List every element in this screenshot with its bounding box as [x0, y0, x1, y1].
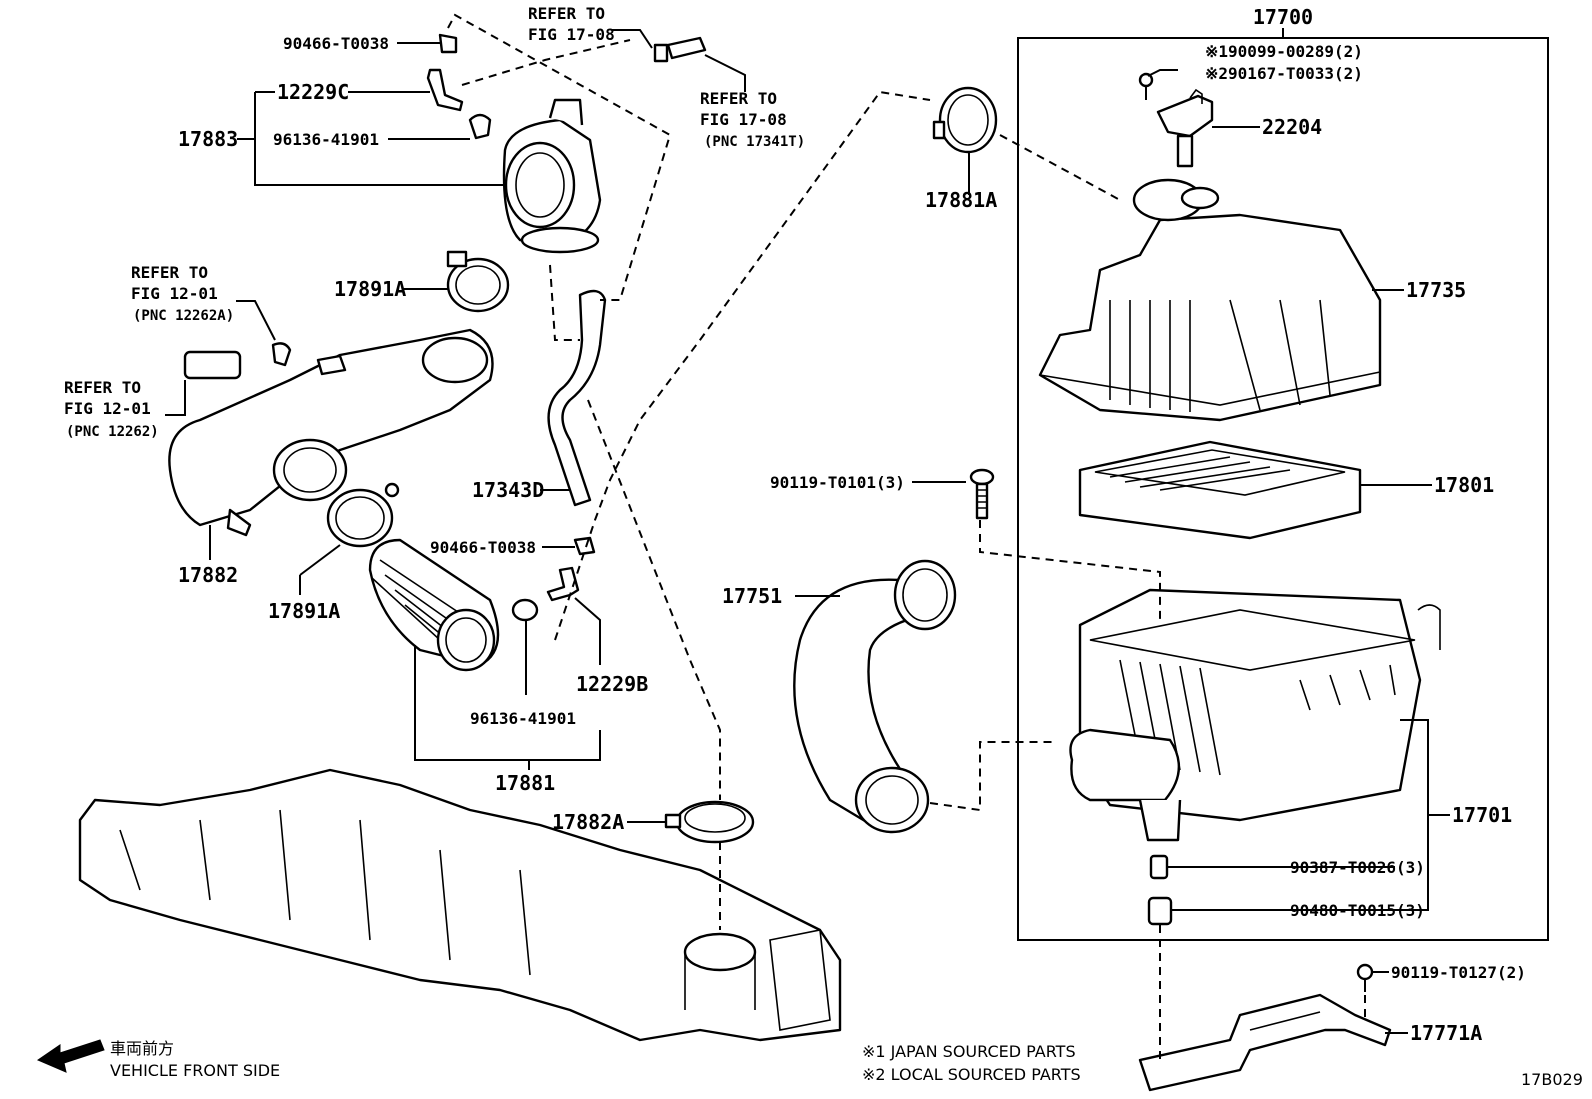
label-90480-T0015: 90480-T0015(3)	[1290, 901, 1425, 920]
label-17801: 17801	[1434, 473, 1494, 497]
label-17343D: 17343D	[472, 478, 544, 502]
grommet-90387[interactable]	[1149, 854, 1169, 880]
bolt-90119-T0101[interactable]	[969, 468, 995, 520]
label-96136-41901-lower: 96136-41901	[470, 709, 576, 728]
hose-clamp-17881A[interactable]	[932, 86, 998, 154]
clip-96136-upper[interactable]	[468, 113, 492, 140]
legend-note-local: ※2 LOCAL SOURCED PARTS	[862, 1065, 1081, 1084]
diagram-id: 17B029	[1521, 1070, 1583, 1089]
hose-clamp-17891A-lower[interactable]	[326, 482, 400, 548]
label-90119-T0101: 90119-T0101(3)	[770, 473, 905, 492]
front-side-label-jp: 車両前方	[110, 1039, 174, 1058]
air-flow-meter-22204[interactable]	[1138, 72, 1214, 168]
label-17700: 17700	[1253, 5, 1313, 29]
label-96136-41901-upper: 96136-41901	[273, 130, 379, 149]
label-17882A: 17882A	[552, 810, 624, 834]
clip-90466-top[interactable]	[438, 33, 458, 54]
label-17882: 17882	[178, 563, 238, 587]
label-12229C: 12229C	[277, 80, 349, 104]
ref-fig-17-08-a-line1: REFER TO	[528, 4, 605, 23]
hose-clamp-17891A-upper[interactable]	[446, 250, 510, 313]
air-cleaner-cap-17735[interactable]	[1038, 178, 1382, 422]
label-190099-00289: ※190099-00289(2)	[1205, 42, 1363, 61]
label-17771A: 17771A	[1410, 1021, 1482, 1045]
ref-fig-12-01-a-line2: FIG 12-01	[131, 284, 218, 303]
throttle-body-17883[interactable]	[502, 98, 602, 254]
air-hose-17881[interactable]	[368, 538, 500, 672]
label-90466-T0038-mid: 90466-T0038	[430, 538, 536, 557]
label-22204: 22204	[1262, 115, 1322, 139]
union-12229B[interactable]	[546, 566, 580, 602]
label-17701: 17701	[1452, 803, 1512, 827]
label-17891A-upper: 17891A	[334, 277, 406, 301]
label-90466-T0038-top: 90466-T0038	[283, 34, 389, 53]
bolt-90119-T0127[interactable]	[1356, 963, 1374, 992]
intake-manifold	[78, 768, 842, 1042]
hose-17343D[interactable]	[547, 289, 607, 507]
ref-fig-17-08-b-line3: (PNC 17341T)	[704, 134, 805, 150]
ref-fig-12-01-a-line3: (PNC 12262A)	[133, 308, 234, 324]
arrow-left-icon	[36, 1039, 105, 1073]
label-90119-T0127: 90119-T0127(2)	[1391, 963, 1526, 982]
clip-90466-mid[interactable]	[573, 536, 596, 556]
front-side-label-en: VEHICLE FRONT SIDE	[110, 1061, 280, 1080]
ref-fig-12-01-a-line1: REFER TO	[131, 263, 208, 282]
ref-hose-12262	[183, 350, 242, 380]
bracket-17771A[interactable]	[1138, 993, 1392, 1092]
ref-fig-17-08-b-line2: FIG 17-08	[700, 110, 787, 129]
union-12229C[interactable]	[426, 68, 464, 112]
label-12229B: 12229B	[576, 672, 648, 696]
clip-96136-lower[interactable]	[511, 598, 539, 622]
connection-lines	[447, 13, 1366, 1062]
ref-fig-12-01-b-line2: FIG 12-01	[64, 399, 151, 418]
label-17891A-lower: 17891A	[268, 599, 340, 623]
label-17881A: 17881A	[925, 188, 997, 212]
ref-fig-17-08-a-line2: FIG 17-08	[528, 25, 615, 44]
legend-note-japan: ※1 JAPAN SOURCED PARTS	[862, 1042, 1076, 1061]
hose-clamp-17882A[interactable]	[664, 800, 755, 844]
label-17881: 17881	[495, 771, 555, 795]
air-filter-element-17801[interactable]	[1078, 440, 1362, 540]
ref-fig-12-01-b-line1: REFER TO	[64, 378, 141, 397]
leader-lines	[165, 29, 1450, 1034]
ref-hose-17341T	[653, 36, 707, 63]
cushion-90480[interactable]	[1147, 896, 1173, 926]
label-17751: 17751	[722, 584, 782, 608]
label-17735: 17735	[1406, 278, 1466, 302]
label-290167-T0033: ※290167-T0033(2)	[1205, 64, 1363, 83]
label-17883: 17883	[178, 127, 238, 151]
ref-fig-17-08-b-line1: REFER TO	[700, 89, 777, 108]
air-hose-17751[interactable]	[793, 559, 957, 834]
ref-fig-12-01-b-line3: (PNC 12262)	[66, 424, 159, 440]
label-90387-T0026: 90387-T0026(3)	[1290, 858, 1425, 877]
air-cleaner-case-17701[interactable]	[1069, 588, 1441, 842]
intake-air-connector-17882[interactable]	[168, 328, 494, 537]
ref-clip-12262A	[271, 342, 292, 367]
